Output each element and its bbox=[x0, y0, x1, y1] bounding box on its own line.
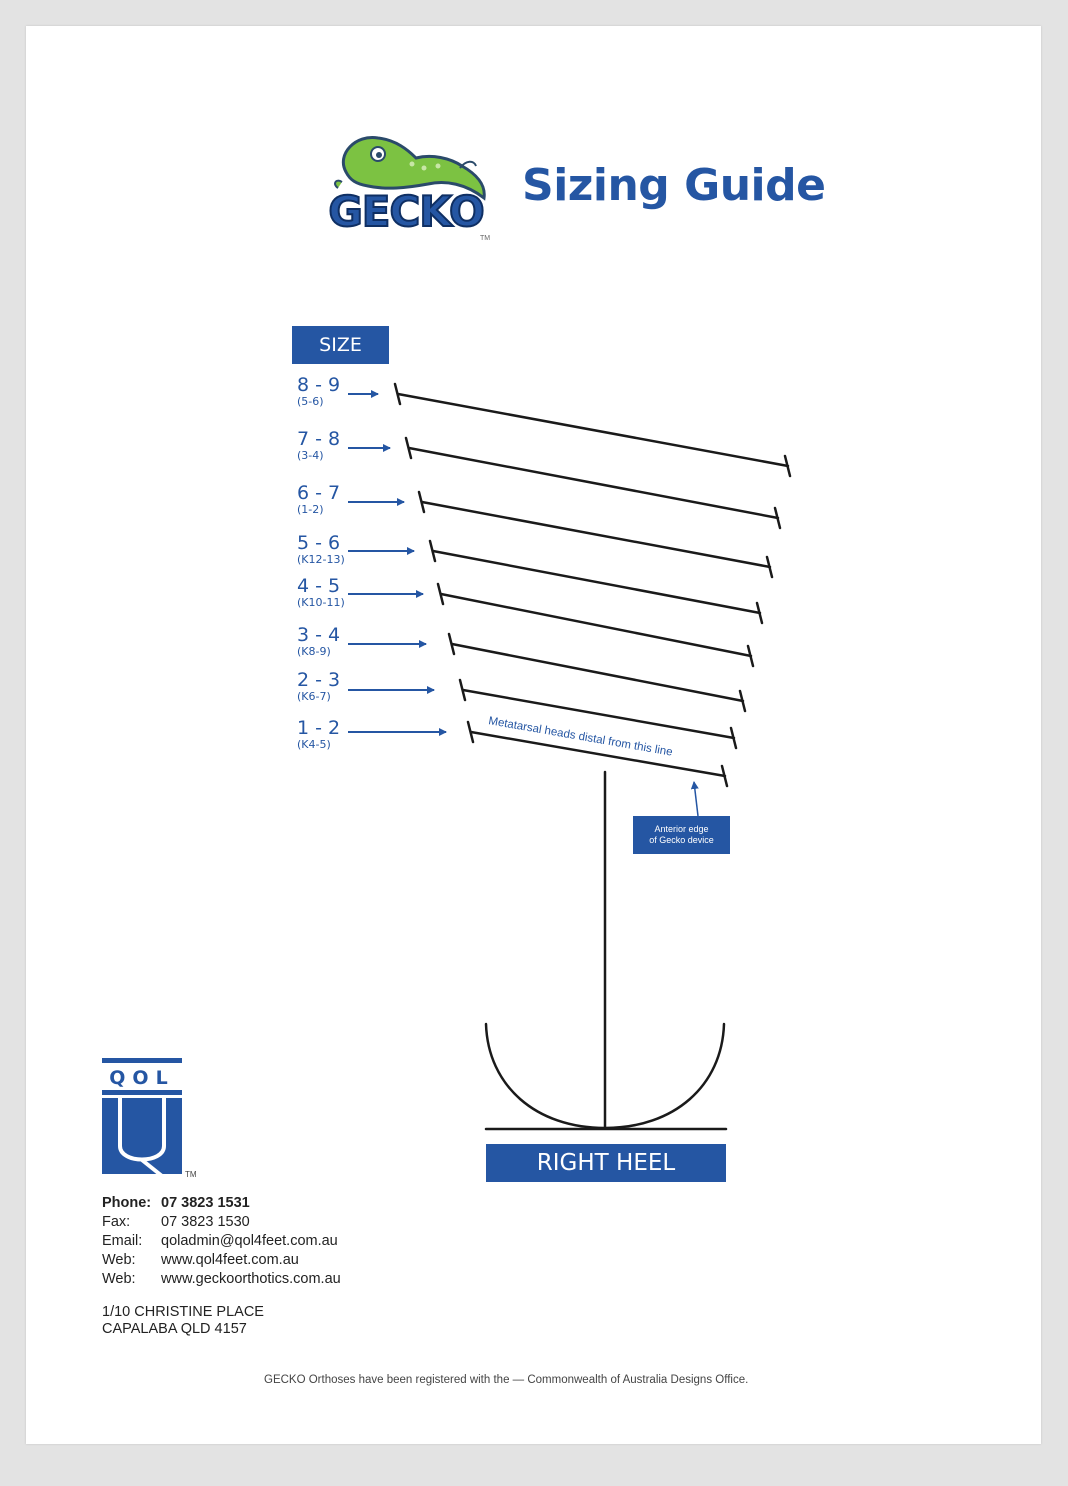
size-main: 1 - 2 bbox=[297, 717, 341, 739]
email-label: Email: bbox=[102, 1233, 143, 1249]
page-title: Sizing Guide bbox=[522, 160, 826, 211]
qol-logo: QOL TM bbox=[100, 1056, 210, 1181]
size-label: 2 - 3 (K6-7) bbox=[297, 669, 341, 703]
web-value[interactable]: www.geckoorthotics.com.au bbox=[161, 1271, 341, 1287]
fax-value: 07 3823 1530 bbox=[161, 1214, 250, 1230]
contact-row-web: Web: www.geckoorthotics.com.au bbox=[102, 1270, 341, 1289]
anterior-edge-label: Anterior edge of Gecko device bbox=[633, 816, 730, 854]
size-line bbox=[404, 436, 782, 530]
sizing-diagram: Metatarsal heads distal from this line bbox=[348, 382, 792, 1131]
qol-logo-tm: TM bbox=[185, 1170, 197, 1179]
footer-note: GECKO Orthoses have been registered with… bbox=[264, 1374, 749, 1386]
contact-info: Phone: 07 3823 1531 Fax: 07 3823 1530 Em… bbox=[102, 1194, 341, 1289]
gecko-logo: GECKO TM bbox=[316, 124, 496, 244]
qol-logo-text: QOL bbox=[109, 1067, 174, 1089]
size-sub: (K12-13) bbox=[297, 553, 345, 566]
size-label: 3 - 4 (K8-9) bbox=[297, 624, 341, 658]
size-line bbox=[447, 632, 747, 713]
size-header: SIZE bbox=[292, 326, 389, 364]
size-line bbox=[466, 720, 729, 788]
size-sub: (K10-11) bbox=[297, 596, 345, 609]
size-label: 6 - 7 (1-2) bbox=[297, 482, 341, 516]
size-label: 4 - 5 (K10-11) bbox=[297, 575, 345, 609]
size-main: 2 - 3 bbox=[297, 669, 341, 691]
size-label: 1 - 2 (K4-5) bbox=[297, 717, 341, 751]
size-main: 3 - 4 bbox=[297, 624, 341, 646]
web-value[interactable]: www.qol4feet.com.au bbox=[161, 1252, 299, 1268]
size-main: 6 - 7 bbox=[297, 482, 341, 504]
size-sub: (3-4) bbox=[297, 449, 324, 462]
anterior-arrow bbox=[690, 781, 699, 817]
size-sub: (1-2) bbox=[297, 503, 324, 516]
phone-label: Phone: bbox=[102, 1195, 152, 1211]
size-label: 8 - 9 (5-6) bbox=[297, 374, 341, 408]
size-main: 8 - 9 bbox=[297, 374, 341, 396]
fax-label: Fax: bbox=[102, 1214, 131, 1230]
size-sub: (K8-9) bbox=[297, 645, 331, 658]
size-main: 4 - 5 bbox=[297, 575, 341, 597]
size-sub: (K4-5) bbox=[297, 738, 331, 751]
email-value[interactable]: qoladmin@qol4feet.com.au bbox=[161, 1233, 338, 1249]
contact-row-fax: Fax: 07 3823 1530 bbox=[102, 1213, 341, 1232]
web-label: Web: bbox=[102, 1271, 136, 1287]
anterior-line2: of Gecko device bbox=[649, 835, 714, 845]
size-label: 7 - 8 (3-4) bbox=[297, 428, 341, 462]
size-main: 7 - 8 bbox=[297, 428, 341, 450]
web-label: Web: bbox=[102, 1252, 136, 1268]
address-line: 1/10 CHRISTINE PLACE bbox=[102, 1304, 264, 1320]
address-line: CAPALABA QLD 4157 bbox=[102, 1321, 247, 1337]
right-heel-label: RIGHT HEEL bbox=[486, 1144, 726, 1182]
size-line bbox=[393, 382, 792, 478]
address: 1/10 CHRISTINE PLACE CAPALABA QLD 4157 bbox=[102, 1304, 264, 1338]
size-line bbox=[428, 539, 764, 625]
contact-row-phone: Phone: 07 3823 1531 bbox=[102, 1194, 341, 1213]
size-line bbox=[436, 582, 755, 668]
size-sub: (5-6) bbox=[297, 395, 324, 408]
size-line bbox=[458, 678, 738, 750]
document-page: GECKO TM Sizing Guide SIZE 8 - 9 (5-6) 7… bbox=[26, 26, 1041, 1444]
gecko-logo-text: GECKO bbox=[328, 187, 483, 236]
anterior-line1: Anterior edge bbox=[654, 824, 709, 834]
phone-value: 07 3823 1531 bbox=[161, 1195, 250, 1211]
contact-row-email: Email: qoladmin@qol4feet.com.au bbox=[102, 1232, 341, 1251]
contact-row-web: Web: www.qol4feet.com.au bbox=[102, 1251, 341, 1270]
size-sub: (K6-7) bbox=[297, 690, 331, 703]
size-label: 5 - 6 (K12-13) bbox=[297, 532, 345, 566]
gecko-logo-tm: TM bbox=[480, 235, 490, 242]
size-line bbox=[417, 490, 774, 579]
size-main: 5 - 6 bbox=[297, 532, 341, 554]
